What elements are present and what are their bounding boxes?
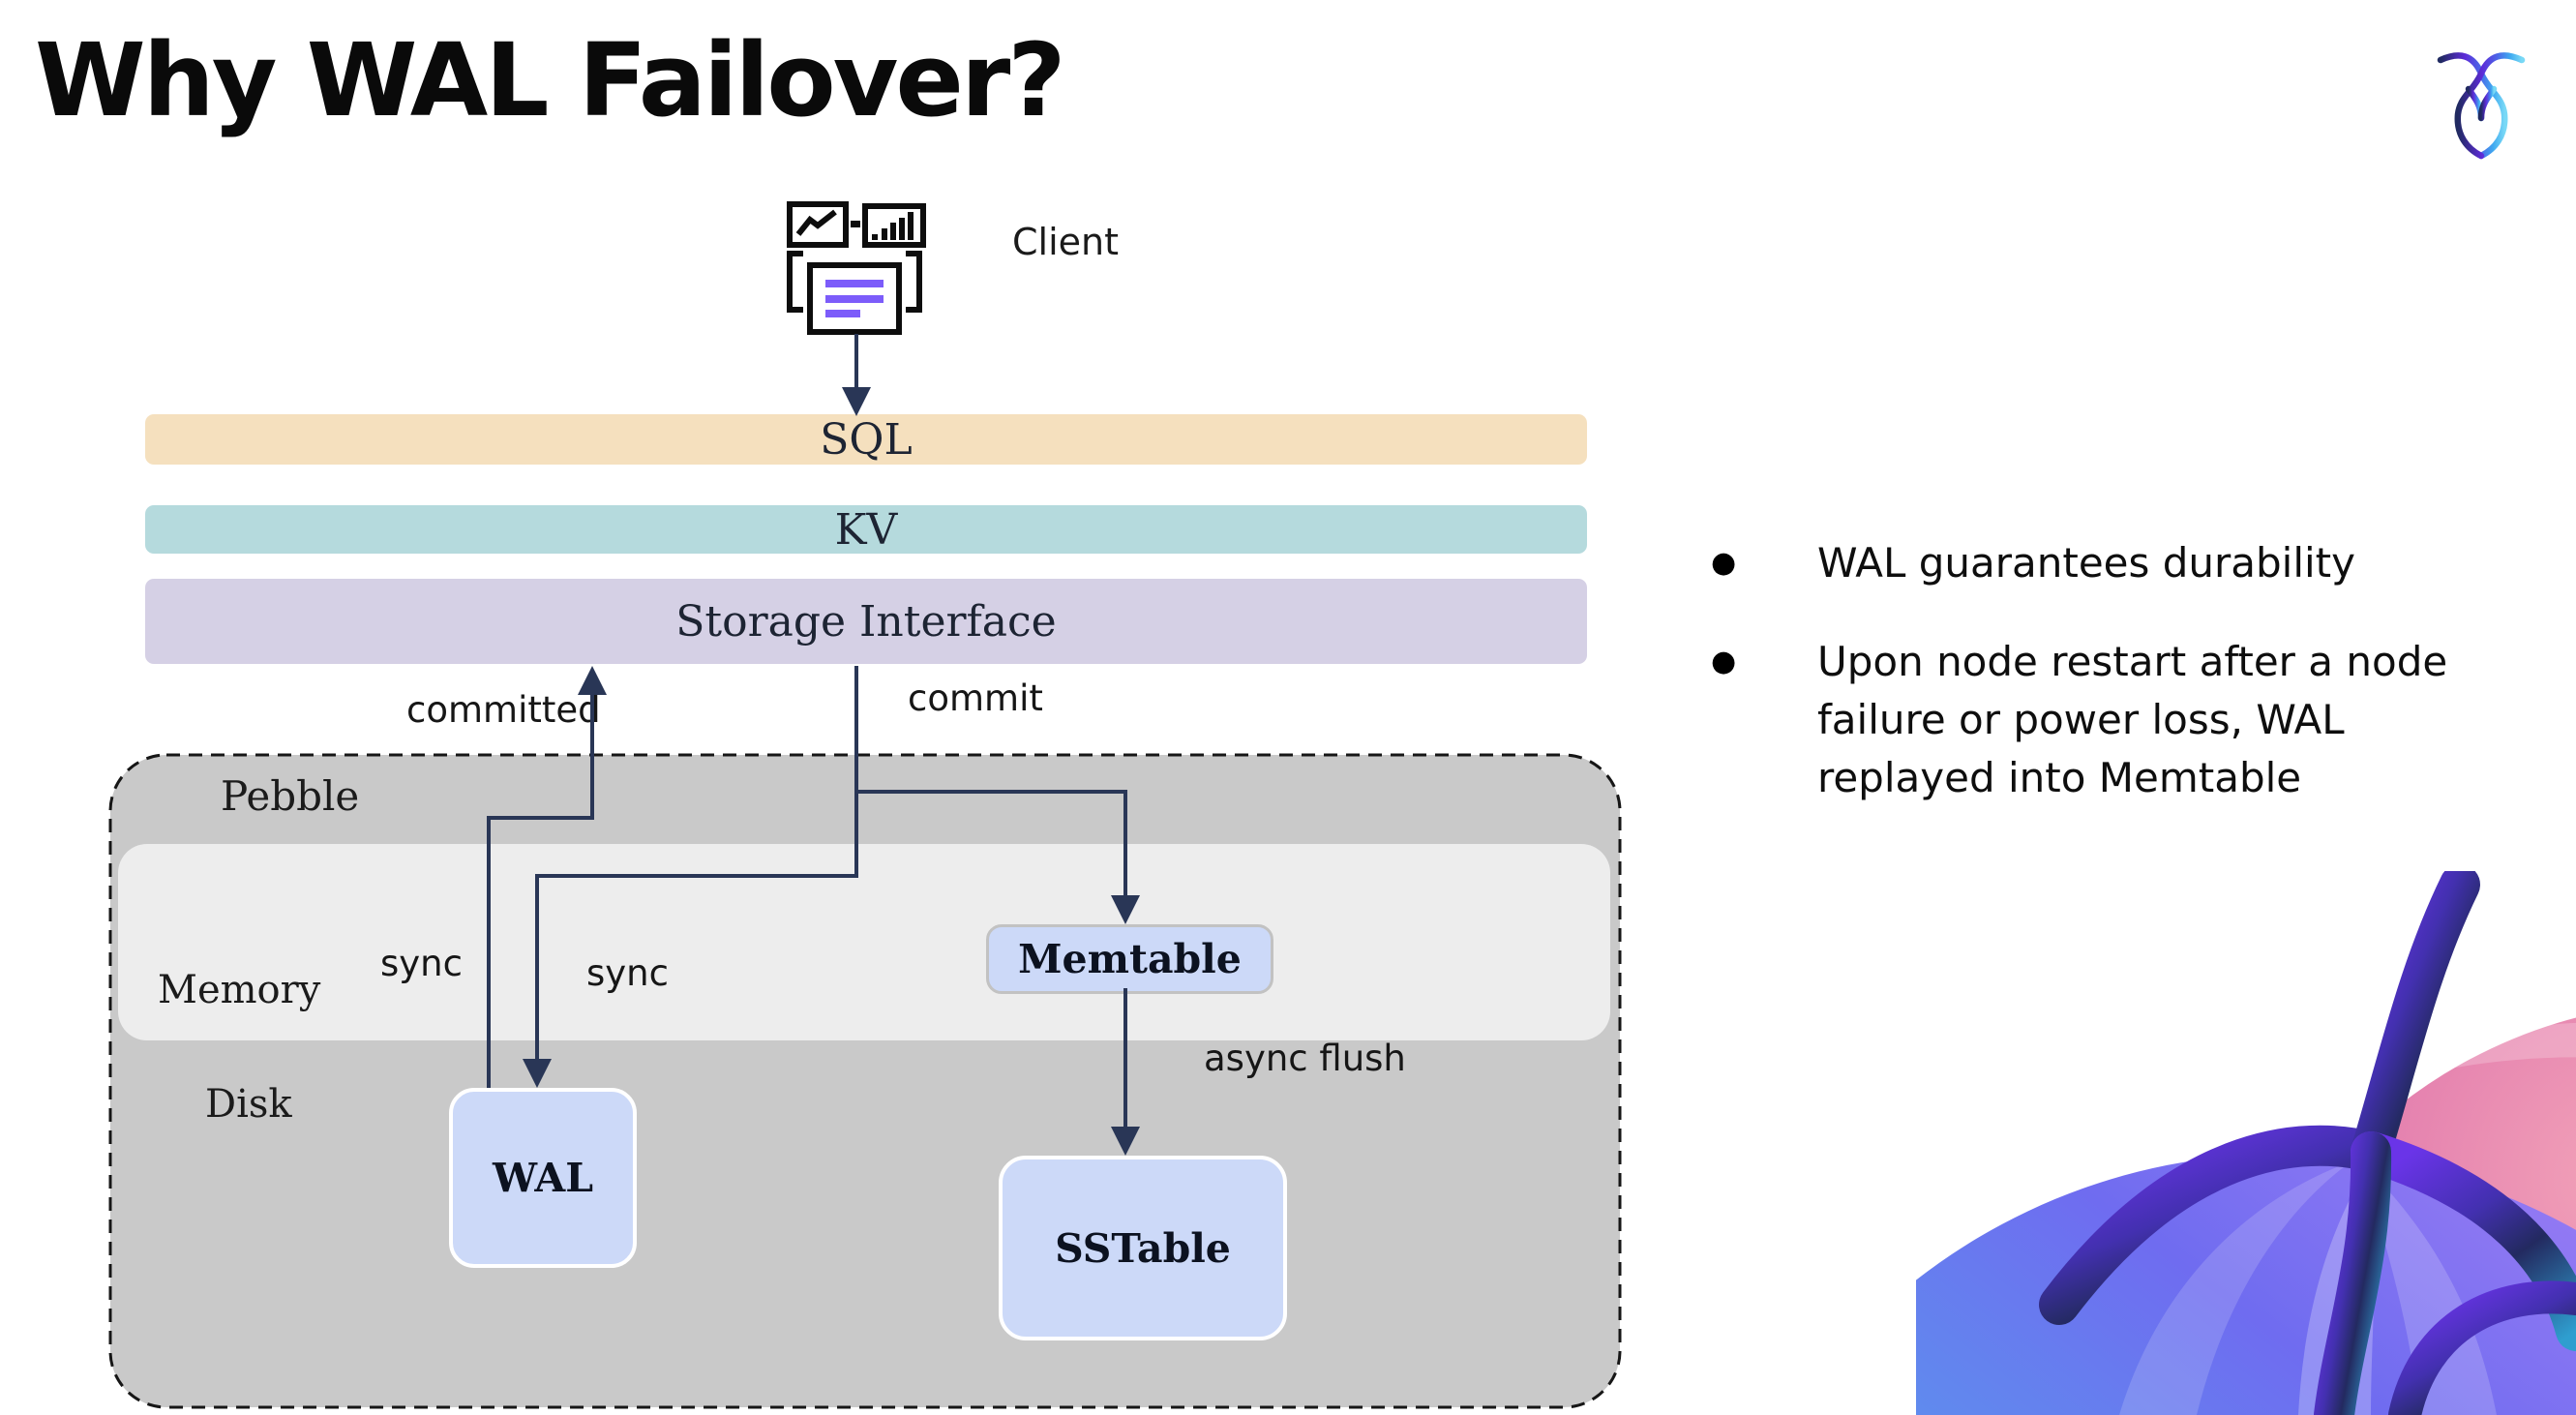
edge-label-async-flush: async flush: [1204, 1038, 1406, 1079]
edge-label-commit: commit: [908, 677, 1043, 719]
sstable-box: SSTable: [999, 1156, 1287, 1340]
memtable-label: Memtable: [1018, 936, 1242, 982]
wal-box: WAL: [449, 1088, 637, 1268]
disk-label: Disk: [205, 1082, 292, 1127]
arrowhead-down: [842, 387, 871, 416]
layer-kv: KV: [145, 504, 1587, 555]
document-lines-icon: [825, 280, 884, 317]
list-item: ● Upon node restart after a node failure…: [1693, 633, 2564, 807]
pebble-label: Pebble: [221, 772, 360, 820]
edge-label-sync-left: sync: [380, 943, 463, 984]
list-item: ● WAL guarantees durability: [1693, 534, 2564, 592]
bullet-dot-icon: ●: [1711, 546, 1737, 580]
bullet-list: ● WAL guarantees durability ● Upon node …: [1693, 534, 2564, 807]
memory-band: [118, 844, 1610, 1040]
brand-sphere-art-icon: [1916, 871, 2576, 1415]
bracket-right-icon: [906, 251, 922, 313]
memory-label: Memory: [158, 968, 321, 1012]
client-label: Client: [1012, 221, 1120, 263]
bar-chart-icon: [862, 203, 926, 248]
line-chart-icon: [787, 201, 849, 248]
bullet-text: Upon node restart after a node failure o…: [1817, 638, 2448, 801]
bullet-dot-icon: ●: [1711, 645, 1737, 678]
layer-storage-label: Storage Interface: [675, 596, 1057, 647]
edge-label-committed: committed: [406, 689, 601, 731]
page-title: Why WAL Failover?: [35, 21, 1066, 139]
layer-sql-label: SQL: [820, 414, 913, 465]
wal-label: WAL: [492, 1155, 594, 1201]
memtable-box: Memtable: [986, 924, 1273, 994]
layer-sql: SQL: [145, 414, 1587, 465]
layer-storage-interface: Storage Interface: [145, 579, 1587, 664]
client-terminals-icon: [787, 201, 926, 335]
layer-kv-label: KV: [834, 504, 898, 555]
edge-label-sync-right: sync: [586, 952, 669, 994]
sstable-label: SSTable: [1055, 1224, 1231, 1272]
cockroachdb-logo-icon: [2437, 52, 2526, 160]
bullet-text: WAL guarantees durability: [1817, 539, 2356, 587]
bracket-left-icon: [787, 251, 803, 313]
